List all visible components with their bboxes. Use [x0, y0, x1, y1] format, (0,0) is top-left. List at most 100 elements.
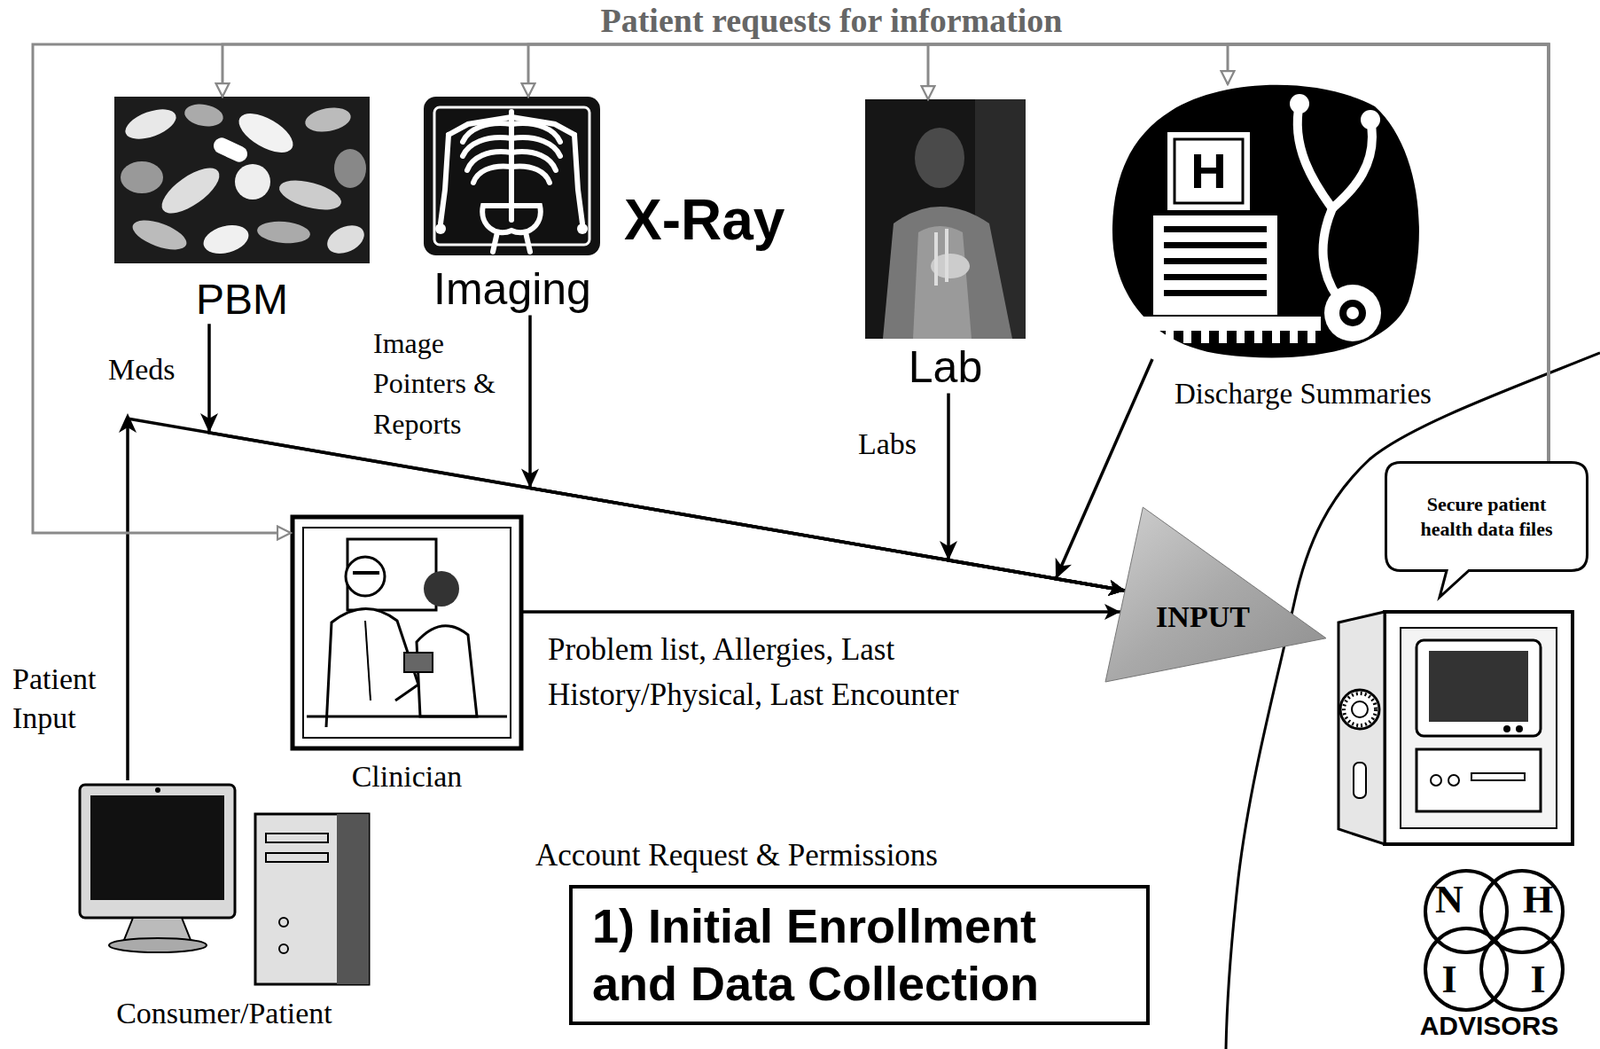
clinician-picture — [423, 570, 460, 607]
safe-picture — [1340, 689, 1380, 729]
note-label: Account Request & Permissions — [535, 837, 938, 874]
computer-picture — [265, 833, 328, 843]
edge-label: Labs — [858, 426, 917, 463]
hospital-icon — [1272, 330, 1280, 344]
logo-circles — [1481, 928, 1563, 1010]
computer-picture — [79, 784, 235, 918]
xray-label: X-Ray — [624, 187, 785, 254]
hospital-icon — [1112, 85, 1420, 359]
safe-picture — [1338, 611, 1385, 844]
callout-bubble: Secure patient health data files — [1384, 460, 1589, 572]
clinician-picture — [352, 570, 380, 575]
pbm-photo — [128, 214, 190, 256]
xray-image — [473, 165, 512, 183]
node-text: H — [1178, 142, 1240, 199]
callout-bubble-shape — [1386, 462, 1588, 598]
hospital-icon — [1165, 330, 1174, 344]
edge-label: Problem list, Allergies, Last History/Ph… — [547, 627, 1045, 719]
edge-label: Image Pointers & Reports — [373, 323, 520, 445]
title-box: 1) Initial Enrollment and Data Collectio… — [569, 884, 1150, 1025]
node-text: PBM — [114, 274, 370, 324]
data-connector — [522, 609, 1121, 614]
data-connector — [530, 315, 1125, 592]
hospital-icon — [1183, 330, 1192, 344]
computer-picture — [124, 917, 191, 940]
safe-picture — [1343, 693, 1376, 726]
edge-label: Discharge Summaries — [1174, 376, 1432, 413]
edge-label: Patient Input — [12, 659, 106, 738]
logo-circles — [1425, 870, 1563, 1010]
hospital-icon — [1163, 226, 1267, 233]
safe-picture — [1338, 611, 1573, 844]
hospital-icon — [1236, 330, 1245, 344]
hospital-icon — [1121, 316, 1321, 331]
hospital-icon: H — [1108, 84, 1429, 360]
lab-photo — [865, 99, 1026, 339]
computer-picture — [255, 813, 369, 984]
pbm-photo — [182, 101, 225, 129]
hospital-icon — [1339, 299, 1366, 327]
logo-name: ADVISORS — [1420, 1010, 1560, 1042]
xray-image — [423, 96, 601, 256]
hospital-icon — [1147, 330, 1156, 344]
lab-photo — [914, 127, 965, 188]
boundary-arc — [1225, 352, 1600, 1049]
xray-image — [434, 107, 590, 245]
request-connector — [528, 44, 1549, 461]
pbm-photo — [276, 174, 345, 216]
hospital-icon — [1163, 289, 1267, 297]
lab-box: Lab — [865, 99, 1026, 394]
computer-picture — [279, 917, 289, 927]
xray-image — [435, 223, 446, 235]
pbm-photo — [234, 163, 271, 200]
lab-photo — [936, 228, 947, 286]
logo-letter: N — [1435, 877, 1464, 923]
callout-bubble-shape — [1384, 460, 1589, 572]
node-text: INPUT — [1140, 599, 1265, 635]
clinician-picture — [306, 715, 508, 719]
xray-image — [492, 232, 498, 252]
node-text: Lab — [865, 342, 1026, 394]
hospital-icon — [1254, 330, 1263, 344]
clinician-picture — [404, 652, 433, 672]
xray-image — [440, 111, 583, 252]
safe-picture — [1416, 749, 1541, 812]
hospital-icon — [1360, 109, 1381, 130]
pbm-photo — [303, 104, 353, 136]
xray-image — [525, 232, 531, 252]
input-triangle: INPUT — [1105, 507, 1327, 682]
hospital-icon — [1112, 85, 1420, 359]
computer-picture — [109, 937, 207, 953]
hospital-icon — [1323, 208, 1338, 297]
edge-label: Meds — [108, 351, 176, 389]
safe-picture — [1416, 640, 1541, 736]
lab-photo — [913, 226, 972, 339]
computer-picture — [265, 852, 328, 862]
computer-picture — [336, 813, 369, 984]
xray-image — [448, 117, 512, 135]
data-connector — [127, 418, 1125, 781]
lab-photo — [882, 206, 1013, 339]
hospital-icon — [1130, 330, 1139, 344]
node-text: Clinician — [290, 758, 523, 794]
hospital-icon — [1218, 330, 1227, 344]
clinician-picture — [303, 527, 511, 738]
xray-image — [511, 165, 550, 183]
hospital-icon — [1163, 273, 1267, 281]
pbm-photo — [114, 96, 370, 264]
pbm-photo — [210, 134, 250, 164]
node-text: Consumer/Patient — [76, 995, 373, 1031]
hospital-icon — [1297, 103, 1373, 297]
node-text: Secure patient health data files — [1404, 491, 1569, 541]
clinician-picture — [292, 516, 522, 749]
clinician-picture — [347, 538, 437, 610]
title-text: 1) Initial Enrollment and Data Collectio… — [592, 897, 1088, 1013]
hospital-icon — [1174, 139, 1243, 203]
hospital-icon — [1332, 119, 1373, 209]
hospital-icon — [1346, 306, 1359, 320]
boundary-arc — [1225, 352, 1600, 1049]
hospital-icon — [1163, 241, 1267, 249]
safe-picture — [1353, 762, 1366, 798]
xray-image — [423, 96, 601, 256]
